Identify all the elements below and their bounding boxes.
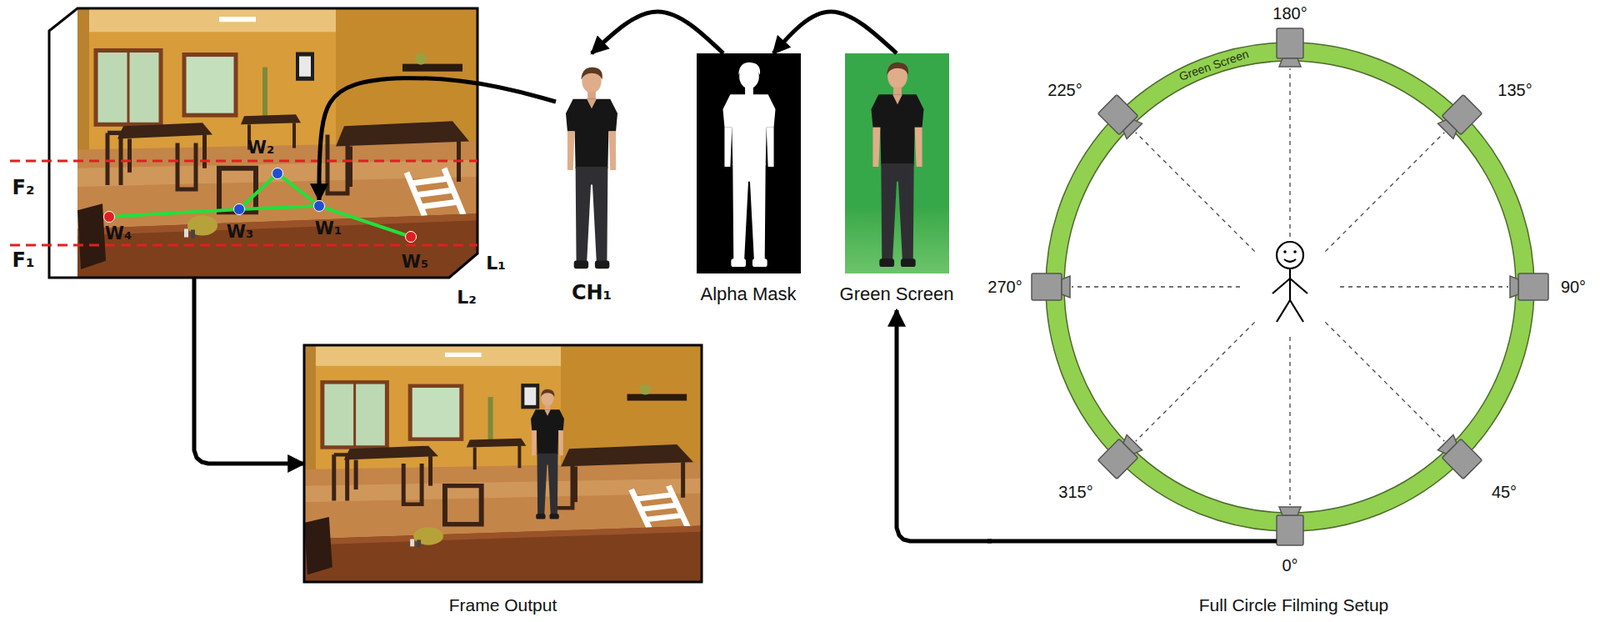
angle-label: 90° (1560, 277, 1586, 297)
flow-arrow (773, 11, 897, 54)
flow-arrow (319, 78, 556, 200)
waypoint-dot: W₂ (271, 167, 284, 180)
panel-caption: CH₁ (571, 280, 612, 305)
character-cutout (565, 67, 618, 269)
flow-arrow (194, 277, 305, 464)
panel-caption: Green Screen (840, 283, 955, 305)
waypoint-label: W₄ (105, 223, 132, 244)
waypoint-dot: W₃ (233, 203, 245, 215)
filming-ring (1340, 285, 1509, 287)
filming-ring (1031, 273, 1070, 300)
angle-label: 270° (987, 277, 1022, 297)
frame-output-image (530, 389, 565, 520)
scene-volume (49, 8, 478, 278)
angle-label: 225° (1047, 80, 1082, 100)
scene-volume (10, 160, 478, 163)
angle-label: 180° (1272, 4, 1307, 24)
frame-output-image (304, 345, 702, 582)
green-screen-image (870, 62, 924, 267)
stick-figure (1290, 278, 1308, 294)
green-screen-image (845, 208, 950, 274)
filming-ring (1276, 28, 1304, 67)
filming-ring (1135, 321, 1255, 441)
scene-volume (49, 8, 478, 278)
flow-arrow (896, 310, 992, 541)
filming-ring (1064, 60, 1516, 513)
character-cutout (565, 67, 618, 269)
image-panel: Frame Output (304, 345, 702, 620)
filming-ring (1045, 42, 1535, 531)
green-screen-image (845, 53, 950, 274)
waypoint-dot: W₅ (405, 230, 417, 243)
filming-ring (1289, 336, 1290, 505)
scene-volume (10, 8, 478, 278)
filming-ring (1071, 285, 1240, 287)
waypoint-dot: W₄ (103, 210, 115, 223)
path-segment (282, 176, 315, 202)
alpha-mask-image (722, 62, 775, 267)
filming-ring (1435, 432, 1482, 479)
filming-ring (1276, 506, 1304, 545)
frame-output-image (304, 345, 702, 582)
filming-ring (1071, 68, 1509, 505)
angle-label: 135° (1497, 80, 1532, 100)
line-label: F₂ (12, 176, 35, 200)
angle-label: 0° (1281, 555, 1298, 575)
filming-ring (1435, 94, 1482, 140)
panel-caption: Full Circle Filming Setup (1199, 594, 1390, 615)
angle-label: 45° (1491, 482, 1517, 502)
frame-output-image (304, 345, 702, 582)
stick-figure (1272, 278, 1290, 294)
angle-label: 315° (1058, 482, 1093, 502)
feed-line (987, 539, 1277, 544)
alpha-mask-image (696, 53, 801, 274)
line-label: F₁ (12, 249, 35, 273)
waypoint-label: W₂ (247, 137, 275, 158)
filming-ring (1135, 132, 1255, 252)
scene-volume (77, 8, 478, 278)
stick-figure (1276, 300, 1290, 322)
scene-volume (10, 244, 478, 247)
connectors (115, 11, 992, 541)
green-screen-image (845, 53, 950, 274)
filming-ring (1097, 432, 1144, 479)
filming-ring (987, 28, 1549, 545)
stick-figure (1293, 250, 1297, 254)
alpha-mask-image (696, 53, 801, 274)
path-segment (245, 205, 314, 209)
image-panel: Green Screen (833, 53, 961, 310)
scene-volume (49, 8, 478, 278)
waypoint-dot: W₁ (313, 200, 325, 212)
path-segment (243, 177, 274, 205)
panel-caption: Alpha Mask (700, 283, 797, 305)
filming-ring (1325, 321, 1445, 441)
scene-box: L₁L₂W₁W₂W₃W₄W₅ (49, 8, 478, 278)
filming-ring (1510, 273, 1549, 300)
waypoint-label: W₃ (226, 221, 254, 242)
stick-figure (1272, 241, 1308, 322)
filming-ring (1325, 132, 1445, 252)
waypoint-label: W₅ (401, 251, 429, 272)
waypoint-label: W₁ (315, 218, 342, 239)
filming-ring (1055, 51, 1525, 522)
stick-figure (1276, 241, 1304, 269)
ring-label: Green Screen (1177, 46, 1251, 84)
stick-figure (1289, 268, 1291, 300)
filming-ring (1097, 94, 1144, 140)
image-panel: CH₁ (555, 53, 628, 310)
layer-label: L₁ (485, 252, 506, 274)
path-segment (115, 209, 234, 216)
panel-caption: Frame Output (449, 594, 558, 615)
stick-figure (1283, 250, 1287, 254)
filming-ring (1289, 68, 1290, 237)
stick-figure (1290, 300, 1304, 322)
flow-arrow (591, 11, 724, 54)
layer-label: L₂ (456, 286, 477, 308)
stick-figure (1284, 259, 1296, 262)
image-panel: Alpha Mask (694, 53, 804, 310)
